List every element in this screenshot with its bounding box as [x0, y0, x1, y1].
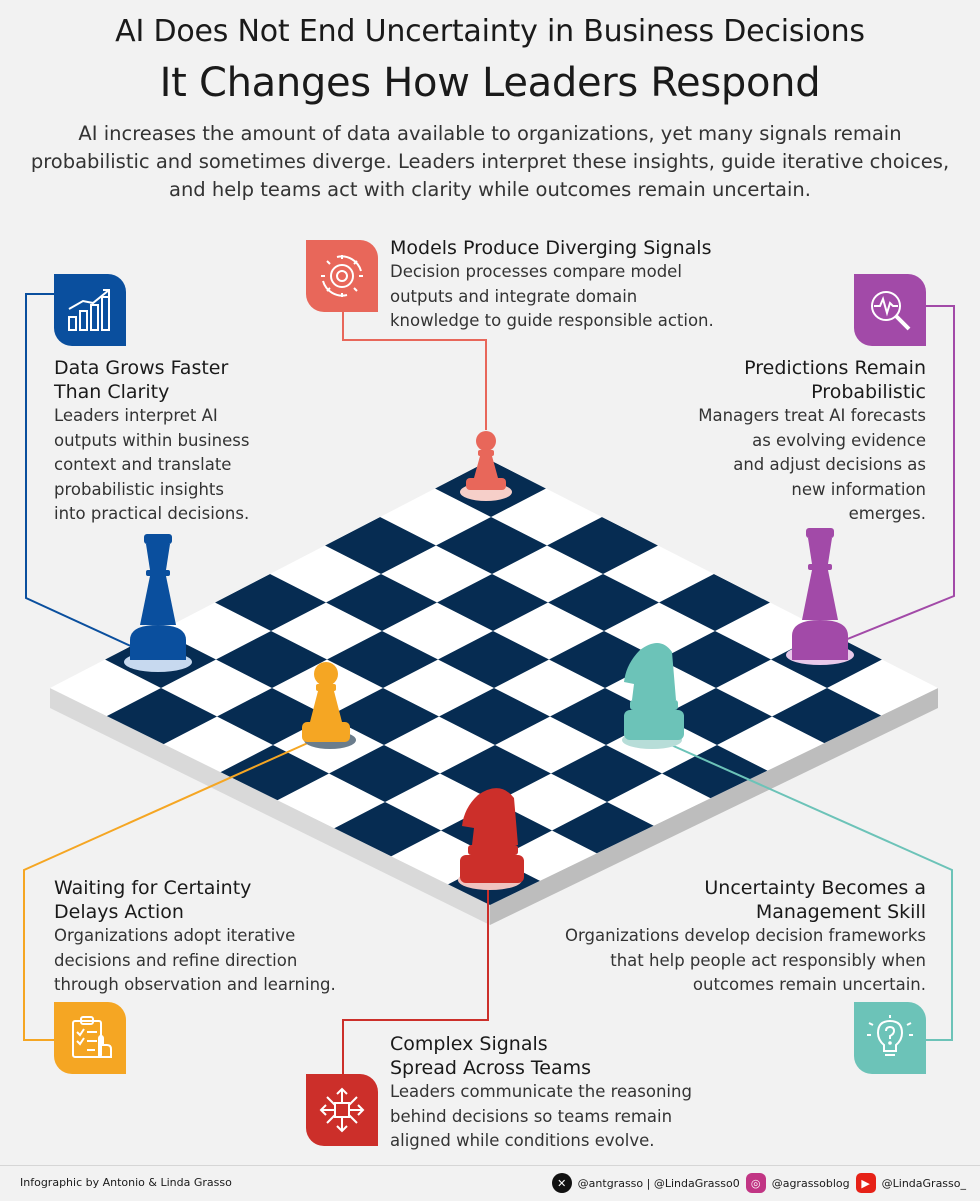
- connector-red: [342, 880, 489, 1078]
- section-title: Management Skill: [755, 901, 926, 923]
- gear-cycle-icon: [306, 240, 378, 312]
- section-body-line: that help people act responsibly when: [610, 950, 926, 970]
- connector-teal: [659, 739, 953, 1041]
- instagram-icon[interactable]: ◎: [745, 1173, 766, 1193]
- board-dark-square: [327, 631, 438, 688]
- section-data-grows: Data Grows Faster Than Clarity Leaders i…: [54, 356, 324, 527]
- section-body-line: Leaders communicate the reasoning: [390, 1082, 692, 1101]
- footer-youtube-handle[interactable]: @LindaGrasso_: [881, 1176, 966, 1190]
- board-dark-square: [217, 688, 328, 745]
- section-body-line: Organizations develop decision framework…: [565, 926, 926, 945]
- board-dark-square: [215, 574, 326, 631]
- section-body-line: as evolving evidence: [752, 430, 926, 450]
- section-title: Models Produce Diverging Signals: [390, 237, 712, 259]
- section-title: Probabilistic: [811, 381, 926, 403]
- board-side-right: [490, 688, 938, 925]
- connector-purple: [844, 305, 955, 641]
- board-dark-square: [439, 688, 550, 745]
- section-title: Data Grows Faster: [54, 357, 229, 379]
- board-dark-square: [659, 574, 770, 631]
- section-uncertainty-skill: Uncertainty Becomes a Management Skill O…: [520, 876, 926, 998]
- network-arrows-icon: [306, 1074, 378, 1146]
- section-body-line: outcomes remain uncertain.: [692, 975, 926, 994]
- connector-orange: [23, 741, 311, 1041]
- x-logo-icon[interactable]: ✕: [551, 1173, 572, 1193]
- board-dark-square: [330, 802, 441, 859]
- section-body-line: and adjust decisions as: [733, 455, 926, 474]
- section-models-diverge: Models Produce Diverging Signals Decisio…: [390, 236, 810, 334]
- section-predictions: Predictions Remain Probabilistic Manager…: [636, 356, 926, 527]
- section-body-line: aligned while conditions evolve.: [390, 1131, 655, 1150]
- section-body-line: Managers treat AI forecasts: [698, 406, 926, 425]
- footer: Infographic by Antonio & Linda Grasso ✕ …: [0, 1165, 980, 1201]
- board-dark-square: [661, 688, 772, 745]
- board-dark-square: [438, 631, 549, 688]
- section-body-line: outputs and integrate domain: [390, 286, 638, 306]
- section-title: Waiting for Certainty: [54, 877, 252, 899]
- title-line-1: AI Does Not End Uncertainty in Business …: [115, 14, 865, 49]
- section-body-line: decisions and refine direction: [54, 950, 298, 970]
- footer-x-handle[interactable]: @antgrasso | @LindaGrasso0: [577, 1176, 740, 1190]
- youtube-icon[interactable]: ▶: [855, 1173, 876, 1193]
- section-body-line: Organizations adopt iterative: [54, 926, 296, 945]
- footer-credit: Infographic by Antonio & Linda Grasso: [20, 1176, 232, 1189]
- teal-knight-icon: [624, 642, 684, 740]
- section-title: Uncertainty Becomes a: [704, 877, 926, 899]
- board-side-left: [50, 688, 490, 925]
- board-dark-square: [326, 574, 437, 631]
- connector-coral: [342, 306, 487, 430]
- section-title: Than Clarity: [54, 381, 170, 403]
- coral-pawn-icon: [466, 431, 506, 490]
- section-title: Delays Action: [54, 901, 184, 923]
- section-body-line: probabilistic insights: [54, 479, 224, 499]
- section-complex-signals: Complex Signals Spread Across Teams Lead…: [390, 1032, 770, 1154]
- section-body-line: behind decisions so teams remain: [390, 1106, 673, 1126]
- red-knight-icon: [460, 788, 524, 883]
- section-body-line: context and translate: [54, 455, 232, 474]
- section-title: Spread Across Teams: [390, 1057, 592, 1079]
- intro-paragraph: AI increases the amount of data availabl…: [30, 122, 950, 201]
- board-dark-square: [547, 517, 658, 574]
- section-body-line: knowledge to guide responsible action.: [390, 311, 714, 330]
- board-dark-square: [325, 517, 436, 574]
- section-body-line: outputs within business: [54, 430, 250, 450]
- board-dark-square: [329, 745, 440, 802]
- board-dark-square: [106, 688, 217, 745]
- section-body-line: new information: [791, 479, 926, 499]
- board-dark-square: [551, 745, 662, 802]
- orange-pawn-icon: [302, 662, 350, 742]
- blue-queen-icon: [130, 534, 186, 660]
- board-dark-square: [437, 574, 548, 631]
- board-dark-square: [216, 631, 327, 688]
- section-body-line: through observation and learning.: [54, 975, 336, 994]
- board-dark-square: [328, 688, 439, 745]
- magnifier-pulse-icon: [854, 274, 926, 346]
- lightbulb-question-icon: [854, 1002, 926, 1074]
- bar-chart-growth-icon: [54, 274, 126, 346]
- section-title: Complex Signals: [390, 1033, 548, 1055]
- section-waiting: Waiting for Certainty Delays Action Orga…: [54, 876, 384, 998]
- board-dark-square: [436, 517, 547, 574]
- footer-instagram-handle[interactable]: @agrassoblog: [771, 1176, 850, 1190]
- clipboard-checklist-icon: [54, 1002, 126, 1074]
- board-dark-square: [660, 631, 771, 688]
- connector-blue: [25, 293, 136, 649]
- section-body-line: into practical decisions.: [54, 504, 250, 523]
- footer-social: ✕ @antgrasso | @LindaGrasso0 ◎ @agrassob…: [551, 1173, 966, 1193]
- section-body-line: emerges.: [848, 504, 926, 523]
- purple-bishop-icon: [792, 528, 848, 660]
- section-body-line: Leaders interpret AI: [54, 406, 218, 425]
- section-body-line: Decision processes compare model: [390, 262, 682, 281]
- section-title: Predictions Remain: [744, 357, 926, 379]
- board-dark-square: [440, 745, 551, 802]
- board-dark-square: [218, 745, 329, 802]
- board-dark-square: [548, 574, 659, 631]
- title-line-2: It Changes How Leaders Respond: [159, 60, 821, 106]
